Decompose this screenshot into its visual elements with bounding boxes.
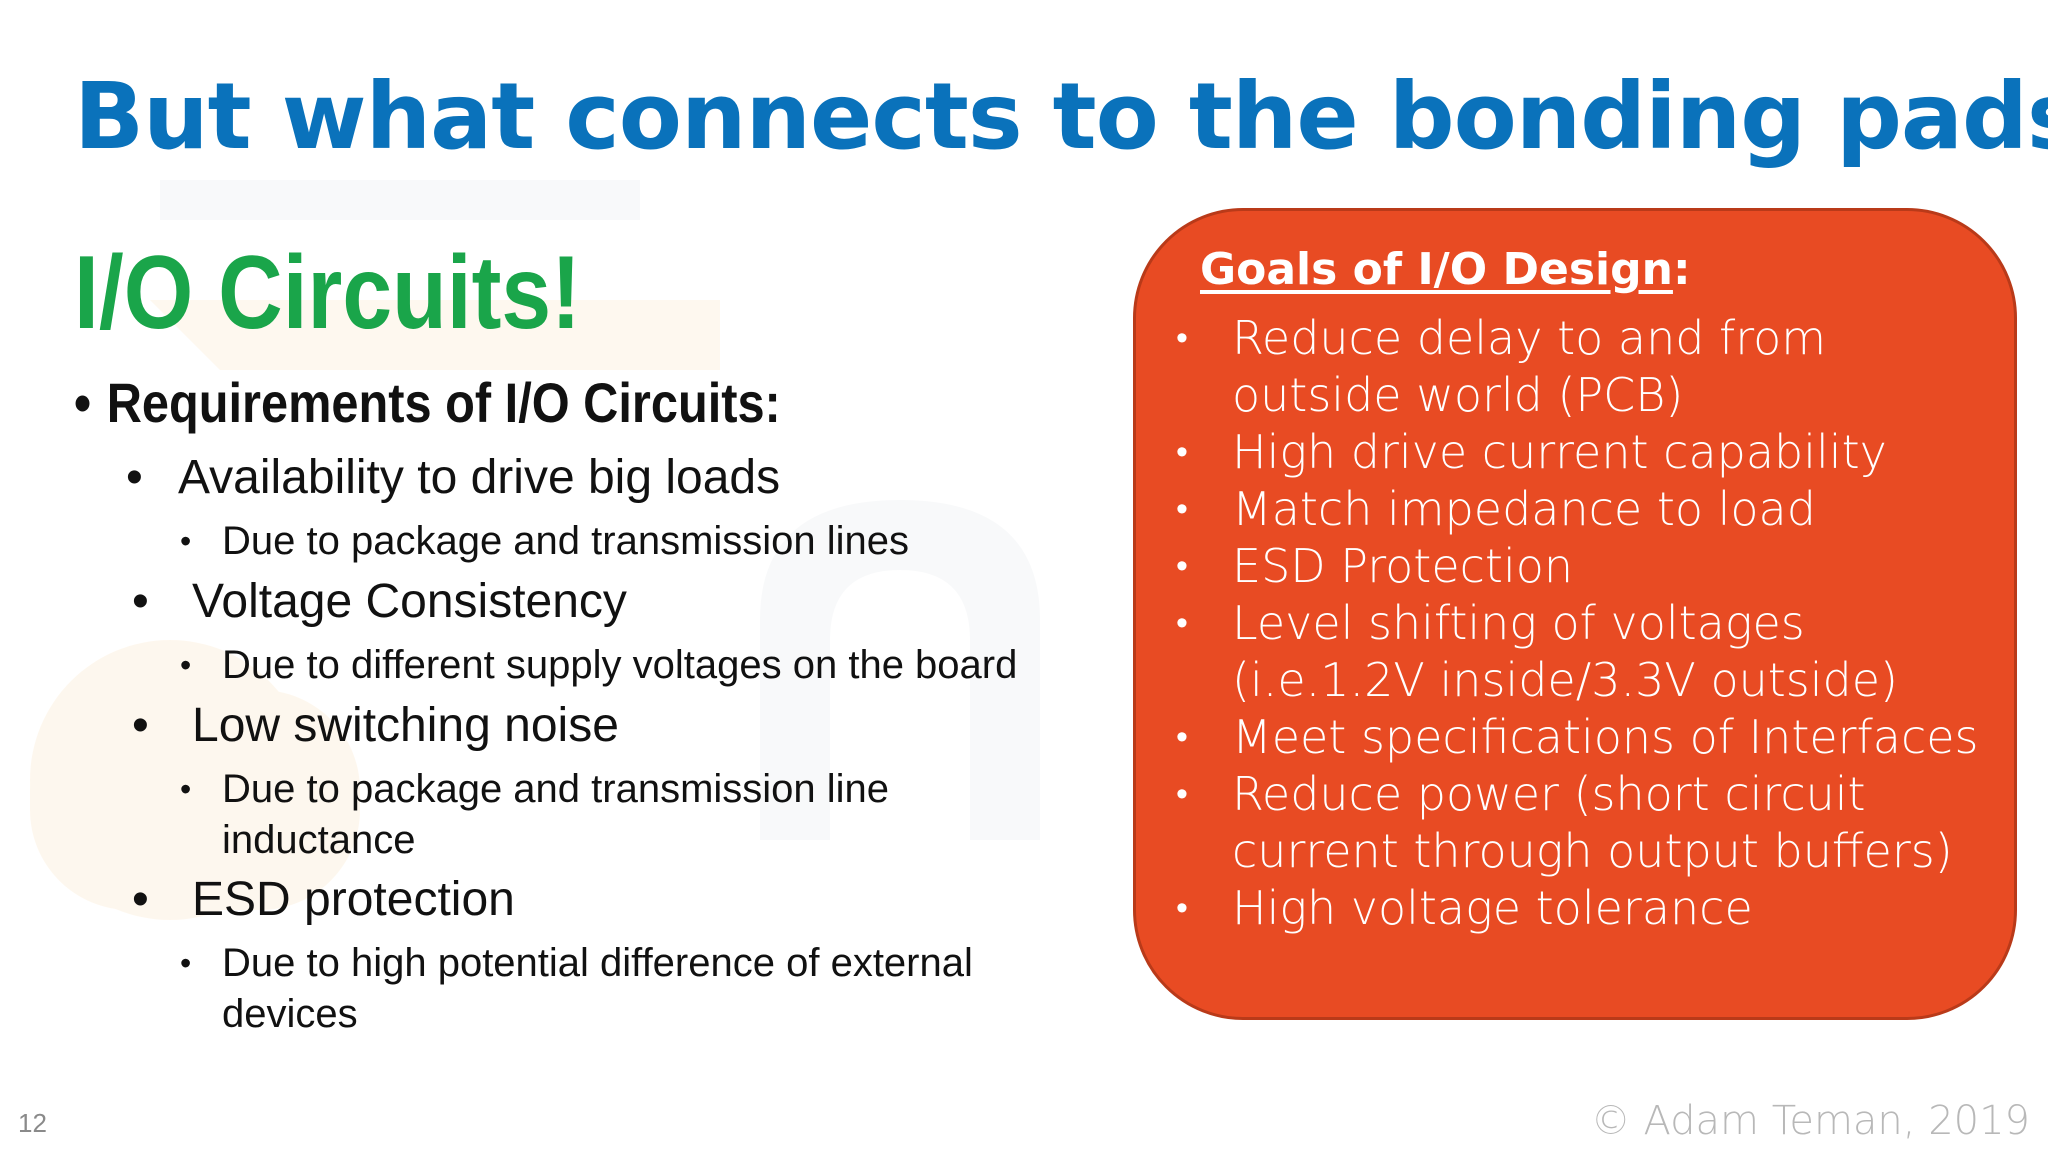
goals-title-suffix: : [1672,244,1691,295]
bullet: • [1176,318,1188,358]
bullet: • [1176,603,1188,643]
goal-text: Level shifting of voltages (i.e.1.2V ins… [1232,596,1898,707]
requirement-detail: • Due to different supply voltages on th… [180,640,1082,691]
requirement-detail: • Due to high potential difference of ex… [180,938,1102,1040]
bullet: • [126,451,143,504]
goals-panel [1133,208,2017,1020]
goal-text: Reduce power (short circuit current thro… [1232,767,1953,878]
goal-text: ESD Protection [1232,539,1574,593]
requirement-detail-text: Due to different supply voltages on the … [222,643,1018,687]
requirement-detail-text: Due to high potential difference of exte… [222,941,973,1036]
copyright-notice: © Adam Teman, 2019 [1590,1098,2030,1144]
requirement-detail-text: Due to package and transmission line ind… [222,767,890,862]
goals-title: Goals of I/O Design: [1200,244,1691,295]
goal-item: • High voltage tolerance [1176,880,1996,937]
goal-item: • Reduce power (short circuit current thr… [1176,766,1996,880]
bullet: • [1176,432,1188,472]
bullet: • [132,873,149,926]
bullet: • [180,945,192,981]
bullet: • [1176,888,1188,928]
requirement-label: Availability to drive big loads [178,451,781,504]
requirement-item: • ESD protection [132,872,515,927]
bullet: • [180,771,192,807]
goal-text: Reduce delay to and from outside world (… [1232,311,1827,422]
requirement-label: ESD protection [192,873,515,926]
requirement-detail-text: Due to package and transmission lines [222,519,910,563]
slide-subtitle: I/O Circuits! [74,235,581,351]
goal-item: • Meet specifications of Interfaces [1176,709,1996,766]
bullet: • [132,699,149,752]
requirements-heading-text: Requirements of I/O Circuits: [106,371,781,434]
bullet: • [132,575,149,628]
goal-item: • Level shifting of voltages (i.e.1.2V in… [1176,595,1996,709]
bullet: • [1176,717,1188,757]
requirements-heading: •Requirements of I/O Circuits: [74,370,781,435]
bullet: • [1176,546,1188,586]
goal-item: • ESD Protection [1176,538,1996,595]
requirement-detail: • Due to package and transmission lines [180,516,1082,567]
bullet: • [180,647,192,683]
goal-item: • High drive current capability [1176,424,1996,481]
requirement-item: • Low switching noise [132,698,619,753]
goal-text: High drive current capability [1232,425,1887,479]
goal-text: Match impedance to load [1232,482,1816,536]
requirement-detail: • Due to package and transmission line i… [180,764,982,866]
requirement-label: Voltage Consistency [192,575,627,628]
goals-list: • Reduce delay to and from outside world … [1176,310,1996,937]
requirement-item: • Voltage Consistency [132,574,627,629]
bullet: • [1176,774,1188,814]
goal-text: High voltage tolerance [1232,881,1753,935]
goal-text: Meet specifications of Interfaces [1232,710,1979,764]
requirement-item: • Availability to drive big loads [126,450,781,505]
requirement-label: Low switching noise [192,699,619,752]
bullet: • [1176,489,1188,529]
bullet: • [74,371,92,434]
slide-title: But what connects to the bonding pads? [74,63,2048,170]
bullet: • [180,523,192,559]
page-number: 12 [18,1108,47,1138]
goals-title-text: Goals of I/O Design [1200,244,1673,295]
goal-item: • Reduce delay to and from outside world … [1176,310,1996,424]
goal-item: • Match impedance to load [1176,481,1996,538]
